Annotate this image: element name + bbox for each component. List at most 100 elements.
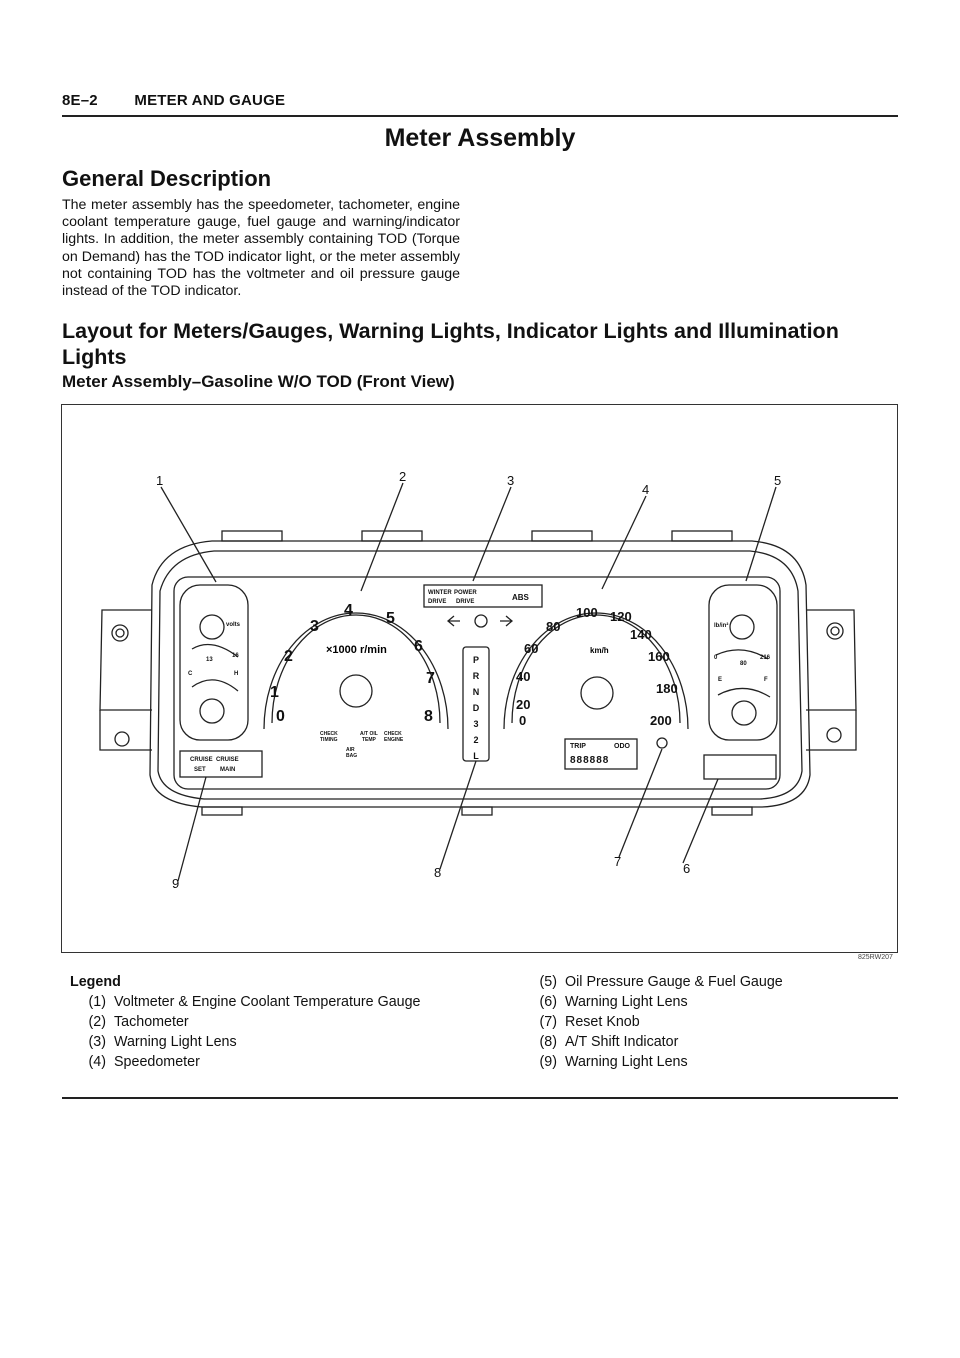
shift-r: R bbox=[473, 671, 480, 681]
legend-item: (6)Warning Light Lens bbox=[521, 992, 885, 1012]
legend-item: (1) Voltmeter & Engine Coolant Temperatur… bbox=[70, 992, 434, 1012]
check-engine-2: ENGINE bbox=[384, 737, 404, 743]
callout-5: 5 bbox=[774, 473, 781, 488]
meter-illustration: 1 2 3 4 5 6 7 8 9 0 1 2 3 4 5 6 7 8 ×100… bbox=[99, 469, 857, 891]
speed-num-200: 200 bbox=[650, 713, 672, 728]
speed-num-60: 60 bbox=[524, 641, 538, 656]
cruise-set: SET bbox=[194, 767, 206, 773]
legend-text: Oil Pressure Gauge & Fuel Gauge bbox=[565, 974, 783, 990]
shift-3: 3 bbox=[473, 719, 478, 729]
page-title: Meter Assembly bbox=[384, 124, 576, 152]
legend-item: (8) A/T Shift Indicator bbox=[521, 1032, 885, 1052]
speed-num-140: 140 bbox=[630, 627, 652, 642]
temp-c: C bbox=[188, 671, 193, 677]
oil-216: 216 bbox=[760, 655, 771, 661]
warn-drive-2: DRIVE bbox=[456, 599, 474, 605]
air-label: AIR bbox=[346, 747, 355, 753]
at-oil-2: TEMP bbox=[362, 737, 377, 743]
figure-frame: 1 2 3 4 5 6 7 8 9 0 1 2 3 4 5 6 7 8 ×100… bbox=[61, 404, 898, 953]
tach-num-1: 1 bbox=[270, 684, 279, 701]
callout-1: 1 bbox=[156, 473, 163, 488]
oil-80: 80 bbox=[740, 661, 747, 667]
legend-title: Legend bbox=[70, 974, 121, 990]
legend-text: Speedometer bbox=[114, 1054, 200, 1070]
bag-label: BAG bbox=[346, 753, 357, 759]
legend-item: (2)Tachometer bbox=[70, 1012, 434, 1032]
legend-num: (4) bbox=[88, 1054, 106, 1070]
callout-8: 8 bbox=[434, 865, 441, 880]
check-timing-2: TIMING bbox=[320, 737, 338, 743]
general-heading: General Description bbox=[62, 166, 272, 191]
odo-trip: TRIP bbox=[570, 743, 586, 750]
warn-abs: ABS bbox=[512, 593, 530, 602]
legend-text: Voltmeter & Engine Coolant Temperature G… bbox=[114, 994, 421, 1010]
shift-p: P bbox=[473, 655, 479, 665]
tach-num-0: 0 bbox=[276, 708, 285, 725]
callout-7: 7 bbox=[614, 854, 621, 869]
shift-n: N bbox=[473, 687, 480, 697]
legend-right: (5) Oil Pressure Gauge & Fuel Gauge (6)Wa… bbox=[521, 972, 885, 1072]
at-oil-1: A/T OIL bbox=[360, 731, 378, 737]
temp-h: H bbox=[234, 671, 238, 677]
volts-13: 13 bbox=[206, 657, 213, 663]
speed-num-120: 120 bbox=[610, 609, 632, 624]
speed-num-100: 100 bbox=[576, 605, 598, 620]
tach-num-5: 5 bbox=[386, 610, 395, 627]
shift-2: 2 bbox=[473, 735, 478, 745]
callout-4: 4 bbox=[642, 482, 649, 497]
fuel-f: F bbox=[764, 677, 768, 683]
speed-num-0: 0 bbox=[519, 713, 526, 728]
odo-odo: ODO bbox=[614, 743, 631, 750]
legend-num: (5) bbox=[539, 974, 557, 990]
bottom-rule bbox=[62, 1097, 898, 1099]
warn-power: POWER bbox=[454, 590, 477, 596]
legend-left: Legend (1) Voltmeter & Engine Coolant Tem… bbox=[70, 972, 434, 1072]
legend-text: Warning Light Lens bbox=[565, 994, 688, 1010]
speed-num-20: 20 bbox=[516, 697, 530, 712]
odo-digits: 888888 bbox=[570, 755, 609, 766]
fuel-e: E bbox=[718, 677, 722, 683]
page-header: 8E–2 METER AND GAUGE bbox=[62, 92, 285, 109]
warn-winter: WINTER bbox=[428, 590, 452, 596]
check-timing-1: CHECK bbox=[320, 731, 338, 737]
layout-heading: Layout for Meters/Gauges, Warning Lights… bbox=[62, 319, 839, 369]
figure-caption: Meter Assembly–Gasoline W/O TOD (Front V… bbox=[62, 372, 455, 391]
tach-num-2: 2 bbox=[284, 648, 293, 665]
legend-num: (9) bbox=[539, 1054, 557, 1070]
volts-label: volts bbox=[226, 622, 241, 628]
figure-id: 825RW207 bbox=[858, 954, 893, 961]
legend-text: A/T Shift Indicator bbox=[565, 1034, 679, 1050]
legend-text: Warning Light Lens bbox=[565, 1054, 688, 1070]
callout-6: 6 bbox=[683, 861, 690, 876]
speed-num-160: 160 bbox=[648, 649, 670, 664]
legend-num: (3) bbox=[88, 1034, 106, 1050]
oil-unit: lb/in² bbox=[714, 622, 728, 629]
legend-item: (3) Warning Light Lens bbox=[70, 1032, 434, 1052]
tach-num-6: 6 bbox=[414, 638, 423, 655]
legend-item: (9) Warning Light Lens bbox=[521, 1052, 885, 1072]
callout-9: 9 bbox=[172, 876, 179, 891]
speed-num-180: 180 bbox=[656, 681, 678, 696]
legend-item: (4) Speedometer bbox=[70, 1052, 434, 1072]
oil-0: 0 bbox=[714, 655, 718, 661]
tach-num-4: 4 bbox=[344, 602, 353, 619]
legend-text: Warning Light Lens bbox=[114, 1034, 237, 1050]
check-engine-1: CHECK bbox=[384, 731, 402, 737]
header-rule bbox=[62, 115, 898, 117]
warn-drive-1: DRIVE bbox=[428, 599, 446, 605]
tach-num-8: 8 bbox=[424, 708, 433, 725]
callout-2: 2 bbox=[399, 469, 406, 484]
general-text: The meter assembly has the speedometer, … bbox=[62, 197, 460, 300]
volts-16: 16 bbox=[232, 653, 239, 659]
tach-num-7: 7 bbox=[426, 670, 435, 687]
shift-d: D bbox=[473, 703, 480, 713]
legend-num: (2) bbox=[88, 1014, 106, 1030]
legend-item: (5) Oil Pressure Gauge & Fuel Gauge bbox=[521, 972, 885, 992]
section-number: 8E–2 bbox=[62, 92, 98, 109]
legend-num: (8) bbox=[539, 1034, 557, 1050]
legend-num: (1) bbox=[88, 994, 106, 1010]
speed-unit: km/h bbox=[590, 646, 609, 655]
cruise-label-2: CRUISE bbox=[216, 757, 239, 763]
tach-num-3: 3 bbox=[310, 618, 319, 635]
cruise-label-1: CRUISE bbox=[190, 757, 213, 763]
